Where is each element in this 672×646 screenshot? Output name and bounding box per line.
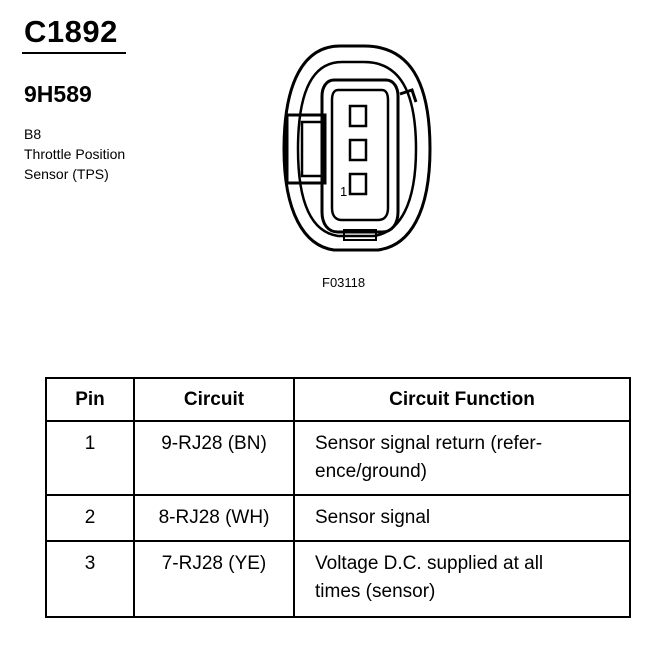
pin-table: Pin Circuit Circuit Function 1 9-RJ28 (B… [45, 377, 631, 618]
circuit-function-line: Sensor signal return (refer- [315, 433, 543, 454]
pin-number: 1 [45, 420, 135, 496]
pin-cavity-inner [330, 88, 390, 222]
circuit-function-line: times (sensor) [315, 581, 436, 602]
pin-number: 2 [45, 494, 135, 542]
circuit-function-line: ence/ground) [315, 461, 427, 482]
table-header-row: Pin Circuit Circuit Function [45, 377, 631, 422]
figure-code: F03118 [322, 275, 366, 290]
connector-location: B8 [24, 126, 42, 142]
circuit-code: 7-RJ28 (YE) [133, 540, 295, 618]
connector-diagram: 1 [282, 44, 432, 252]
header-circuit: Circuit [133, 377, 295, 422]
connector-housing-outline [282, 44, 432, 252]
header-pin: Pin [45, 377, 135, 422]
connector-description-line2: Sensor (TPS) [24, 166, 109, 182]
circuit-code: 9-RJ28 (BN) [133, 420, 295, 496]
pin-terminal-1 [348, 172, 368, 196]
bottom-latch [343, 229, 377, 241]
pin-terminal-3 [348, 104, 368, 128]
header-circuit-function: Circuit Function [293, 377, 631, 422]
circuit-function: Voltage D.C. supplied at all times (sens… [293, 540, 631, 618]
locking-tab-inner [300, 120, 324, 178]
circuit-code: 8-RJ28 (WH) [133, 494, 295, 542]
pin-cavity-housing [320, 78, 400, 234]
key-notch [399, 88, 418, 103]
connector-id: C1892 [24, 14, 118, 49]
circuit-function-line: Voltage D.C. supplied at all [315, 553, 544, 574]
title-underline [22, 52, 126, 54]
table-row: 1 9-RJ28 (BN) Sensor signal return (refe… [45, 420, 631, 496]
table-row: 3 7-RJ28 (YE) Voltage D.C. supplied at a… [45, 540, 631, 618]
pin-terminal-2 [348, 138, 368, 162]
circuit-function: Sensor signal return (refer- ence/ground… [293, 420, 631, 496]
connector-description-line1: Throttle Position [24, 146, 126, 162]
table-row: 2 8-RJ28 (WH) Sensor signal [45, 494, 631, 542]
circuit-function-line: Sensor signal [315, 507, 431, 528]
pin-1-marker: 1 [340, 184, 347, 199]
part-number: 9H589 [24, 81, 92, 107]
connector-inner-housing [296, 60, 418, 238]
locking-tab-outer [285, 113, 327, 185]
circuit-function: Sensor signal [293, 494, 631, 542]
pin-number: 3 [45, 540, 135, 618]
